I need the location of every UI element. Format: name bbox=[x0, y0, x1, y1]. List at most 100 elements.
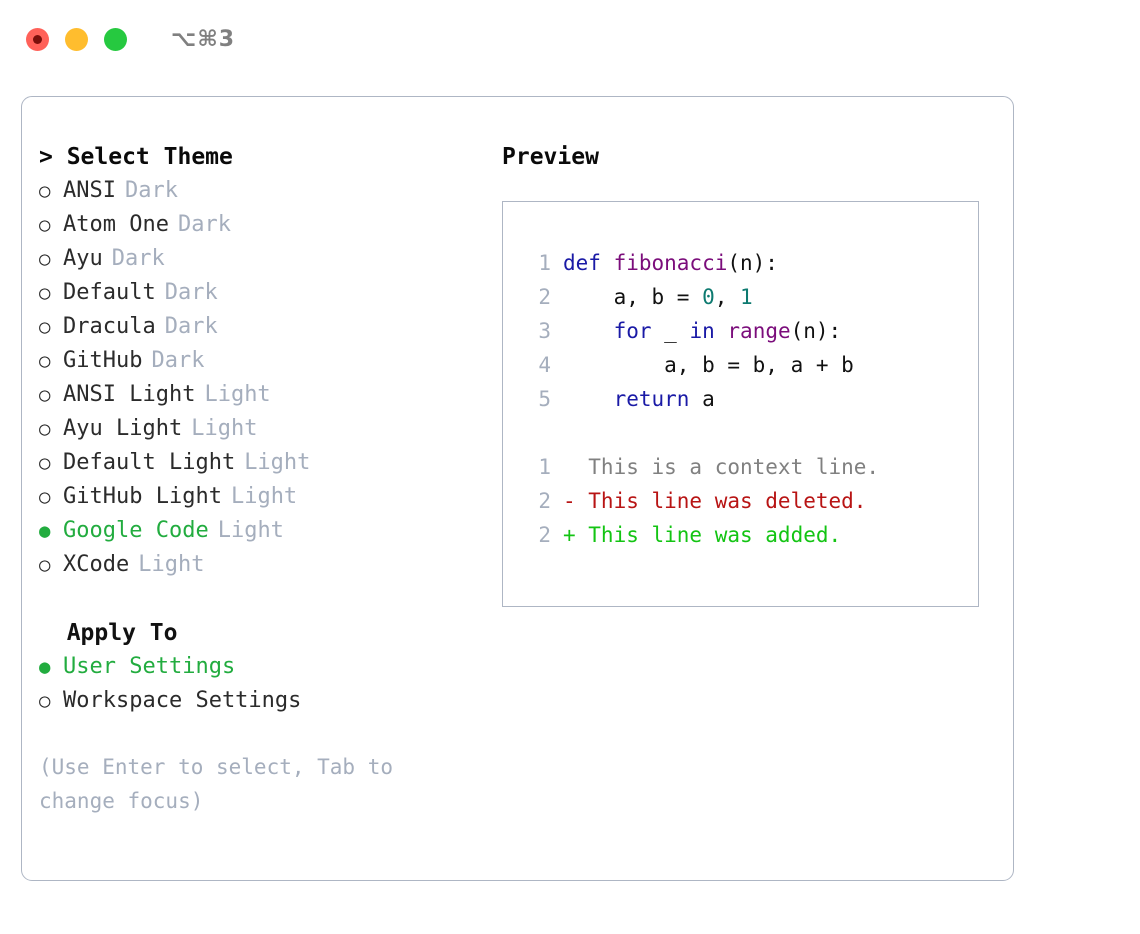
code-line-content: a, b = 0, 1 bbox=[563, 280, 753, 314]
minimize-button-icon[interactable] bbox=[65, 27, 88, 51]
close-button-icon[interactable] bbox=[26, 27, 49, 51]
diff-line-number: 1 bbox=[538, 455, 551, 479]
maximize-button-icon[interactable] bbox=[104, 27, 127, 51]
code-token-plain bbox=[563, 387, 614, 411]
code-token-plain bbox=[563, 319, 614, 343]
apply-to-option-list: ● User Settings ○ Workspace Settings bbox=[39, 650, 489, 718]
code-token-kw: in bbox=[689, 319, 715, 343]
theme-option-4[interactable]: ○ Dracula Dark bbox=[39, 310, 489, 344]
theme-option-label: ANSI Light bbox=[63, 382, 196, 407]
diff-line-number: 2 bbox=[538, 523, 551, 547]
diff-line: 2 + This line was added. bbox=[521, 518, 978, 552]
code-line-content: for _ in range(n): bbox=[563, 314, 842, 348]
apply-option-0[interactable]: ● User Settings bbox=[39, 650, 489, 684]
theme-option-11[interactable]: ○ XCode Light bbox=[39, 548, 489, 582]
diff-line: 2 - This line was deleted. bbox=[521, 484, 978, 518]
theme-option-label: ANSI bbox=[63, 178, 116, 203]
code-line: 5 return a bbox=[521, 382, 978, 416]
theme-option-label: Google Code bbox=[63, 518, 209, 543]
theme-option-variant: Light bbox=[191, 416, 258, 441]
code-token-punc: (n): bbox=[790, 319, 842, 343]
theme-option-0[interactable]: ○ ANSI Dark bbox=[39, 174, 489, 208]
diff-sample-block: 1 This is a context line. 2 - This line wa… bbox=[521, 450, 978, 552]
code-token-plain: a, b = b, a + b bbox=[563, 353, 854, 377]
apply-option-1[interactable]: ○ Workspace Settings bbox=[39, 684, 489, 718]
theme-option-label: Default Light bbox=[63, 450, 236, 475]
theme-option-7[interactable]: ○ Ayu Light Light bbox=[39, 412, 489, 446]
theme-option-variant: Dark bbox=[151, 348, 205, 373]
code-token-plain bbox=[715, 319, 728, 343]
diff-line-content-add: + This line was added. bbox=[563, 523, 842, 547]
code-token-kw: for bbox=[613, 319, 652, 343]
radio-unselected-icon: ○ bbox=[39, 486, 51, 508]
radio-unselected-icon: ○ bbox=[39, 452, 51, 474]
theme-option-variant: Dark bbox=[164, 280, 218, 305]
theme-option-8[interactable]: ○ Default Light Light bbox=[39, 446, 489, 480]
radio-unselected-icon: ○ bbox=[39, 384, 51, 406]
theme-option-variant: Dark bbox=[124, 178, 178, 203]
code-token-num: 1 bbox=[740, 285, 753, 309]
code-token-fn: range bbox=[727, 319, 791, 343]
diff-line: 1 This is a context line. bbox=[521, 450, 978, 484]
code-line-number: 1 bbox=[538, 251, 551, 275]
diff-line-content-del: - This line was deleted. bbox=[563, 489, 867, 513]
apply-option-label: Workspace Settings bbox=[63, 688, 302, 713]
radio-unselected-icon: ○ bbox=[39, 690, 51, 712]
code-token-plain: a bbox=[689, 387, 715, 411]
radio-selected-icon: ● bbox=[39, 520, 51, 542]
code-line-number: 3 bbox=[538, 319, 551, 343]
code-token-num: 0 bbox=[702, 285, 715, 309]
theme-option-variant: Light bbox=[244, 450, 311, 475]
theme-option-3[interactable]: ○ Default Dark bbox=[39, 276, 489, 310]
code-line-content: a, b = b, a + b bbox=[563, 348, 854, 382]
code-line: 4 a, b = b, a + b bbox=[521, 348, 978, 382]
theme-option-label: Ayu Light bbox=[63, 416, 183, 441]
code-line-content: return a bbox=[563, 382, 715, 416]
radio-unselected-icon: ○ bbox=[39, 316, 51, 338]
select-theme-header: > Select Theme bbox=[39, 144, 233, 170]
theme-option-variant: Light bbox=[204, 382, 271, 407]
theme-option-variant: Dark bbox=[111, 246, 165, 271]
theme-option-10[interactable]: ● Google Code Light bbox=[39, 514, 489, 548]
theme-option-label: Dracula bbox=[63, 314, 156, 339]
code-token-kw: return bbox=[613, 387, 690, 411]
code-line: 2 a, b = 0, 1 bbox=[521, 280, 978, 314]
code-diff-spacer bbox=[521, 416, 978, 450]
diff-line-number: 2 bbox=[538, 489, 551, 513]
keyboard-hint-text: (Use Enter to select, Tab to change focu… bbox=[39, 755, 394, 813]
radio-unselected-icon: ○ bbox=[39, 180, 51, 202]
theme-option-variant: Light bbox=[217, 518, 284, 543]
radio-unselected-icon: ○ bbox=[39, 282, 51, 304]
radio-unselected-icon: ○ bbox=[39, 554, 51, 576]
apply-option-label: User Settings bbox=[63, 654, 236, 679]
code-token-punc: (n): bbox=[727, 251, 778, 275]
theme-option-label: GitHub Light bbox=[63, 484, 222, 509]
theme-option-6[interactable]: ○ ANSI Light Light bbox=[39, 378, 489, 412]
close-inner-dot-icon bbox=[33, 34, 42, 44]
code-line-number: 5 bbox=[538, 387, 551, 411]
radio-unselected-icon: ○ bbox=[39, 248, 51, 270]
theme-option-variant: Light bbox=[138, 552, 205, 577]
code-token-kw: def bbox=[563, 251, 614, 275]
section-spacer bbox=[39, 582, 489, 616]
theme-option-label: Default bbox=[63, 280, 156, 305]
theme-option-label: XCode bbox=[63, 552, 130, 577]
preview-title: Preview bbox=[502, 144, 599, 170]
radio-unselected-icon: ○ bbox=[39, 350, 51, 372]
theme-option-variant: Dark bbox=[164, 314, 218, 339]
code-line-number: 4 bbox=[538, 353, 551, 377]
code-line-number: 2 bbox=[538, 285, 551, 309]
radio-unselected-icon: ○ bbox=[39, 418, 51, 440]
title-bar: ⌥⌘3 bbox=[0, 0, 1140, 78]
radio-selected-icon: ● bbox=[39, 656, 51, 678]
code-token-plain: _ bbox=[651, 319, 690, 343]
